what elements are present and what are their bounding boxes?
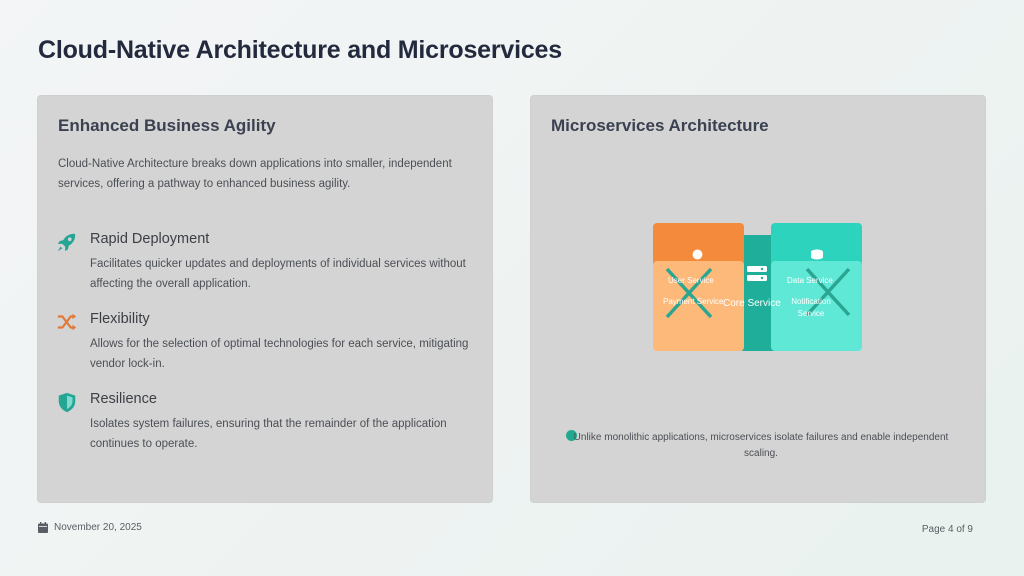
shield-icon [58, 392, 76, 413]
feature-title: Rapid Deployment [90, 231, 210, 247]
feature-desc: Isolates system failures, ensuring that … [90, 418, 447, 450]
feature-desc: Facilitates quicker updates and deployme… [90, 258, 466, 290]
database-icon [811, 249, 823, 260]
feature-desc: Allows for the selection of optimal tech… [90, 338, 469, 370]
microservices-heading: Microservices Architecture [551, 116, 769, 135]
data-service-label: Data Service [787, 276, 833, 285]
payment-service-box [653, 261, 744, 351]
footer-date: November 20, 2025 [38, 522, 142, 533]
slide-title: Cloud-Native Architecture and Microservi… [38, 36, 562, 64]
page-number: Page 4 of 9 [921, 524, 973, 535]
failure-cross-icon [665, 267, 713, 319]
microservices-panel: Microservices Architecture [531, 96, 985, 502]
agility-heading: Enhanced Business Agility [58, 116, 276, 135]
agility-panel: Enhanced Business Agility Cloud-Native A… [38, 96, 492, 502]
caption-bullet-icon [566, 430, 577, 441]
feature-title: Flexibility [90, 311, 150, 327]
footer-date-text: November 20, 2025 [54, 522, 142, 533]
payment-service-label: Payment Service [663, 297, 724, 306]
calendar-icon [38, 522, 48, 533]
microservices-diagram: User Service Payment Service Core Servic… [653, 223, 865, 353]
failure-cross-icon [805, 267, 851, 317]
shuffle-icon [57, 313, 77, 331]
notification-service-label: Notification Service [791, 297, 831, 318]
core-service-label: Core Service [723, 298, 781, 309]
microservices-caption: Unlike monolithic applications, microser… [573, 432, 949, 459]
user-icon [692, 249, 703, 260]
rocket-icon [57, 233, 76, 252]
agility-intro: Cloud-Native Architecture breaks down ap… [58, 158, 452, 190]
server-icon [747, 266, 767, 281]
user-service-label: User Service [668, 276, 714, 285]
feature-title: Resilience [90, 391, 157, 407]
